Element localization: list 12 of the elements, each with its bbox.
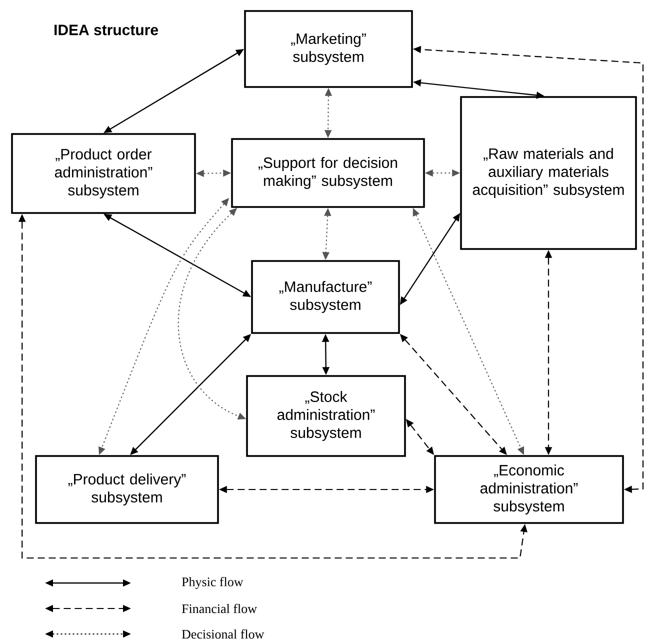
subsystem-box: „Marketing” subsystem (244, 10, 413, 88)
legend-text: Financial flow (182, 604, 257, 614)
subsystem-box: „Stock administration” subsystem (246, 375, 406, 457)
legend-text: Physic flow (182, 577, 244, 589)
title: IDEA structure (54, 24, 158, 36)
subsystem-box: „Manufacture” subsystem (251, 260, 400, 334)
subsystem-box: „Product order administration” subsystem (11, 133, 196, 214)
legend-text: Decisional flow (182, 629, 264, 639)
subsystem-box: „Product delivery” subsystem (35, 455, 219, 524)
subsystem-box: „Raw materials and auxiliary materials acquisition” subsystem (460, 96, 637, 250)
subsystem-box: „Economic administration” subsystem (434, 455, 624, 524)
subsystem-box: „Support for decision making” subsystem (231, 138, 425, 208)
